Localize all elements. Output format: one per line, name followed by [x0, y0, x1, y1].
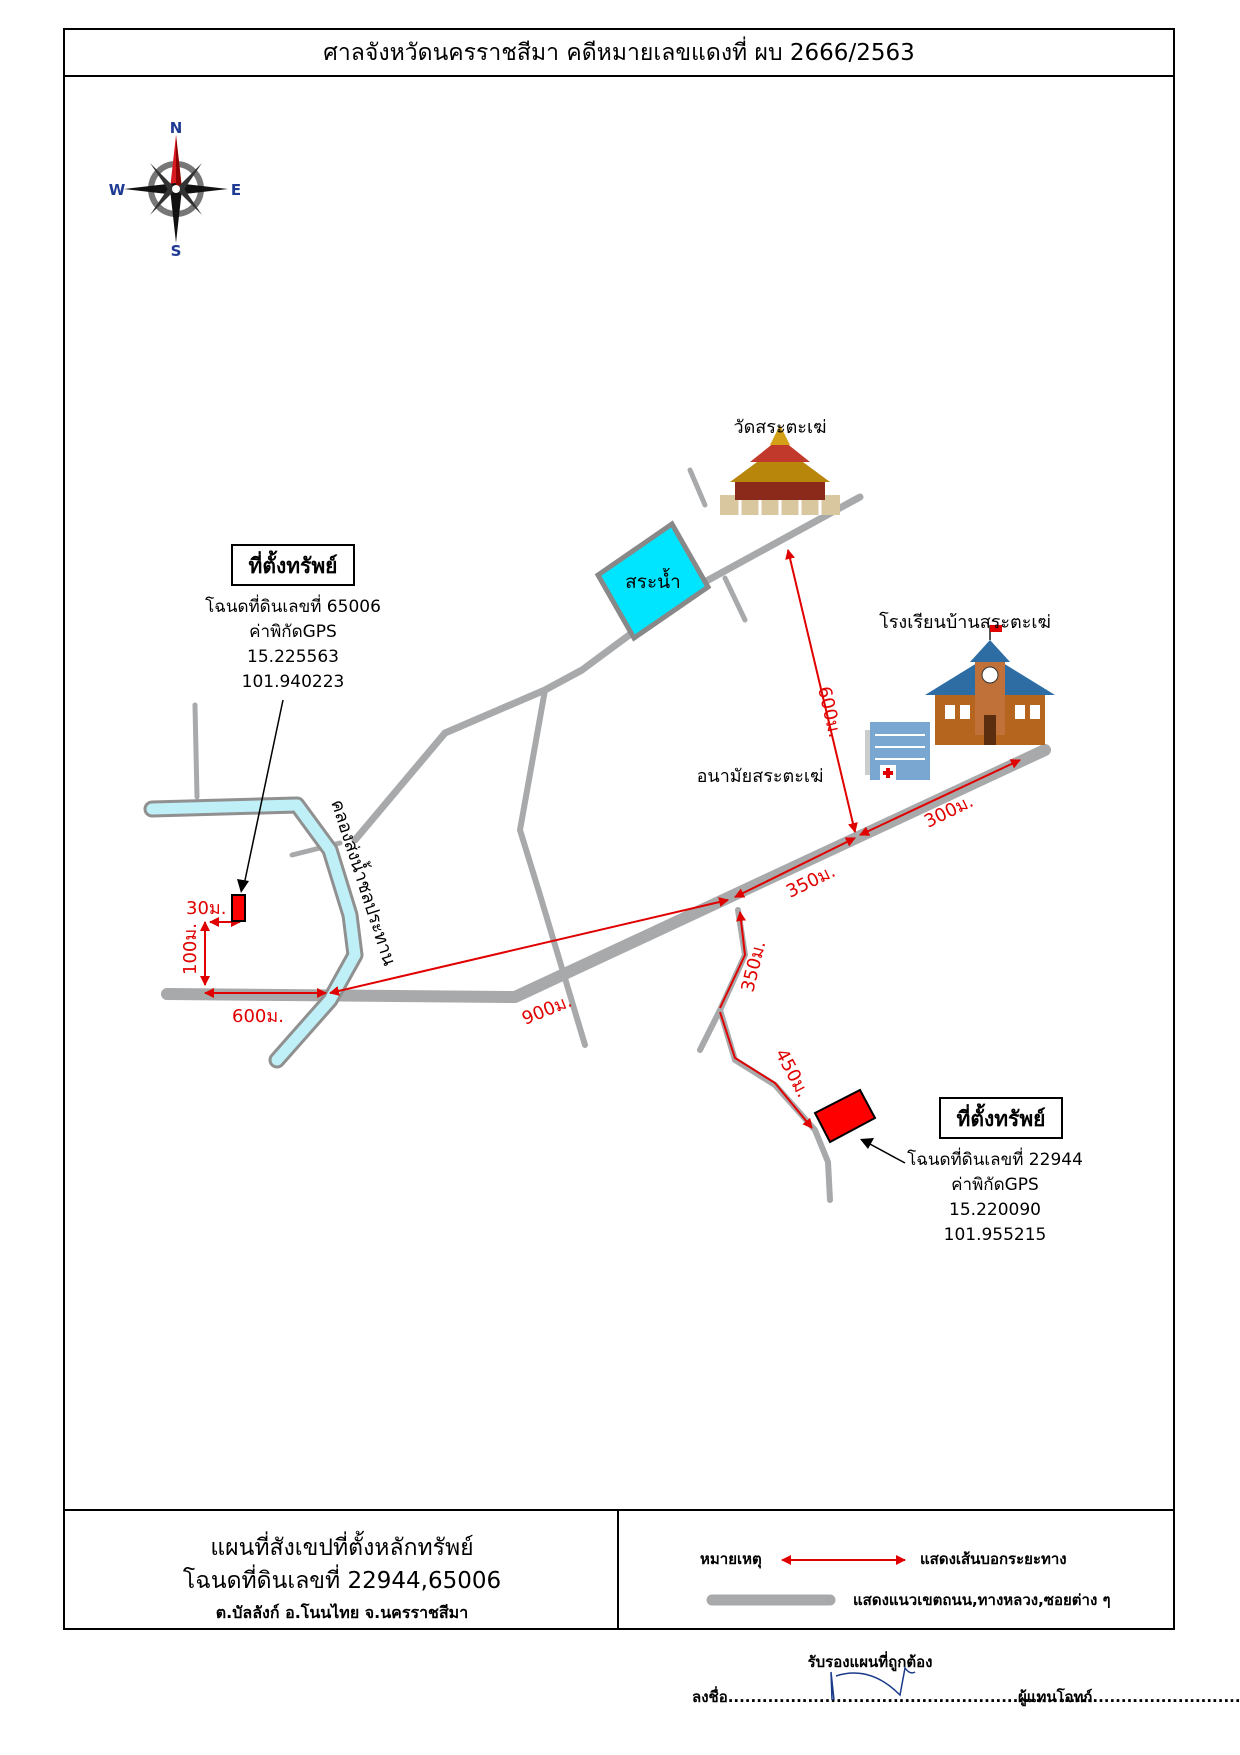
compass-west-label: W: [109, 181, 126, 199]
pond-label: สระน้ำ: [625, 568, 681, 593]
legend-road-text: แสดงแนวเขตถนน,ทางหลวง,ซอยต่าง ๆ: [853, 1591, 1111, 1609]
property-right-lon: 101.955215: [944, 1225, 1047, 1245]
property-marker-left: [231, 894, 246, 922]
footer-location: ต.บัลลังก์ อ.โนนไทย จ.นครราชสีมา: [216, 1602, 468, 1622]
school-label: โรงเรียนบ้านสระตะเฆ่: [879, 611, 1051, 633]
road-branch-south: [697, 907, 748, 1053]
pond: [594, 520, 712, 642]
footer-title-line2: โฉนดที่ดินเลขที่ 22944,65006: [183, 1564, 501, 1594]
arrow-350-main: [734, 837, 856, 898]
road-pond-spur: [722, 575, 748, 623]
label-450: 450ม.: [771, 1045, 814, 1101]
compass-south-label: S: [171, 242, 182, 260]
distance-arrows: [200, 549, 1021, 1129]
property-right-lat: 15.220090: [949, 1200, 1041, 1220]
arrow-300: [859, 759, 1021, 836]
property-right-heading-box: [939, 1097, 1063, 1139]
map-frame: [63, 28, 1175, 1630]
road-branch-south-2: [717, 1007, 833, 1203]
health-center-icon: [865, 722, 930, 780]
arrow-350-branch: [719, 911, 747, 1009]
label-600-vertical: 600ม.: [813, 684, 845, 739]
property-right-heading: ที่ตั้งทรัพย์: [956, 1103, 1045, 1131]
property-marker-right: [813, 1088, 877, 1144]
property-right-deed: โฉนดที่ดินเลขที่ 22944: [907, 1147, 1083, 1170]
compass-rose-icon: [124, 135, 228, 243]
road-north-west: [351, 493, 864, 844]
property-left-lon: 101.940223: [242, 672, 345, 692]
legend-title: หมายเหตุ: [700, 1550, 762, 1569]
pointer-left: [243, 699, 284, 886]
label-100: 100ม.: [180, 923, 201, 975]
main-road: [161, 744, 1051, 1003]
footer-title-line1: แผนที่สังเขปที่ตั้งหลักทรัพย์: [210, 1531, 473, 1561]
certification-text: รับรองแผนที่ถูกต้อง: [808, 1651, 933, 1672]
pointer-right: [867, 1142, 906, 1164]
page-title: ศาลจังหวัดนครราชสีมา คดีหมายเลขแดงที่ ผบ…: [323, 36, 914, 66]
label-600: 600ม.: [232, 1006, 284, 1027]
arrow-900: [329, 897, 729, 996]
road-left-vertical: [192, 702, 200, 800]
signature-role: ผู้แทนโจทก์: [1018, 1687, 1092, 1707]
arrow-450: [719, 1011, 813, 1129]
handwritten-signature: [830, 1666, 916, 1701]
property-left-gps-label: ค่าพิกัดGPS: [249, 622, 337, 642]
pointer-left-head: [237, 879, 249, 893]
label-30: 30ม.: [186, 898, 227, 919]
signature-line: ลงชื่อ..................................…: [692, 1686, 1240, 1706]
property-left-heading-box: [231, 544, 355, 586]
school-icon: [925, 625, 1055, 745]
property-left-heading: ที่ตั้งทรัพย์: [248, 550, 337, 578]
pointer-right-head: [860, 1138, 874, 1149]
compass-east-label: E: [231, 181, 241, 199]
property-left-deed: โฉนดที่ดินเลขที่ 65006: [205, 594, 381, 617]
legend-arrow-text: แสดงเส้นบอกระยะทาง: [920, 1550, 1067, 1568]
temple-label: วัดสระตะเฆ่: [734, 417, 827, 438]
property-left-lat: 15.225563: [247, 647, 339, 667]
property-right-gps-label: ค่าพิกัดGPS: [951, 1175, 1039, 1195]
health-center-label: อนามัยสระตะเฆ่: [697, 766, 824, 787]
arrow-600-vertical: [785, 549, 858, 833]
compass-north-label: N: [170, 119, 183, 137]
temple-icon: [720, 425, 840, 515]
road-temple-spur: [687, 467, 708, 508]
